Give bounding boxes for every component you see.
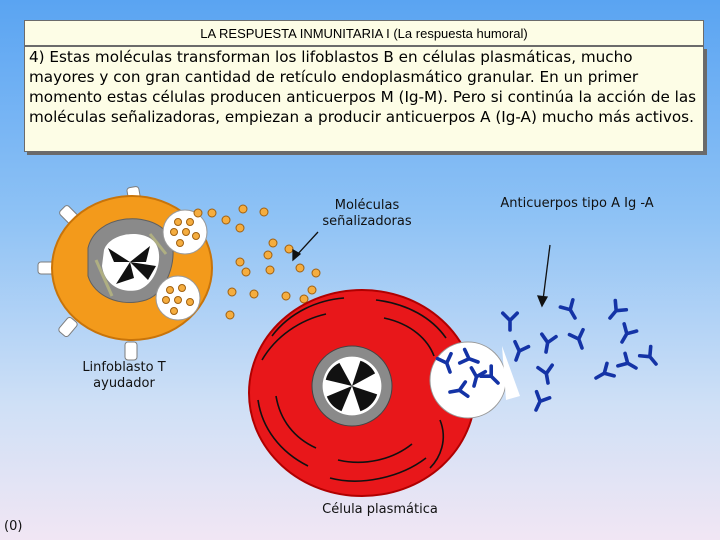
signal-molecule [269,239,277,247]
vesicle-bottom [156,276,200,320]
antibody [618,353,640,374]
antibody [604,301,626,323]
antibody [529,392,549,413]
signal-molecule [228,288,236,296]
plasma-nucleus [312,346,392,426]
antibody [538,365,555,384]
antibody [539,334,556,353]
signal-molecule [239,205,247,213]
signal-molecule [236,258,244,266]
antibody [509,342,528,363]
signal-molecule [222,216,230,224]
label-plasma-cell-text: Célula plasmática [322,502,438,517]
signal-molecule [266,266,274,274]
antibody [592,363,614,384]
antibody [569,330,588,351]
signal-molecule [250,290,258,298]
antibody [616,324,637,346]
signal-molecule [312,269,320,277]
label-signal-molecules-text: Moléculas señalizadoras [322,198,411,229]
signal-molecule [194,209,202,217]
signal-molecule [296,264,304,272]
signal-molecule [308,286,316,294]
label-helper-cell-text: Linfoblasto T ayudador [82,360,165,391]
signal-molecule [264,251,272,259]
page-marker: (0) [4,519,38,535]
label-plasma-cell: Célula plasmática [300,502,460,518]
page-marker-text: (0) [4,519,22,534]
signal-molecule [242,268,250,276]
antibody [560,300,581,322]
antibody [503,313,517,330]
signal-molecule [282,292,290,300]
signal-molecule [300,295,308,303]
signal-molecule [226,311,234,319]
label-antibodies: Anticuerpos tipo A Ig -A [500,196,654,212]
label-helper-cell: Linfoblasto T ayudador [72,360,176,392]
plasma-cell [249,290,520,496]
helper-t-cell [38,186,212,360]
antibody [640,347,662,369]
label-signal-molecules: Moléculas señalizadoras [302,198,432,230]
signal-molecule [208,209,216,217]
signal-molecule [260,208,268,216]
label-antibodies-text: Anticuerpos tipo A Ig -A [500,196,653,211]
signal-molecule [236,224,244,232]
signal-molecule [285,245,293,253]
